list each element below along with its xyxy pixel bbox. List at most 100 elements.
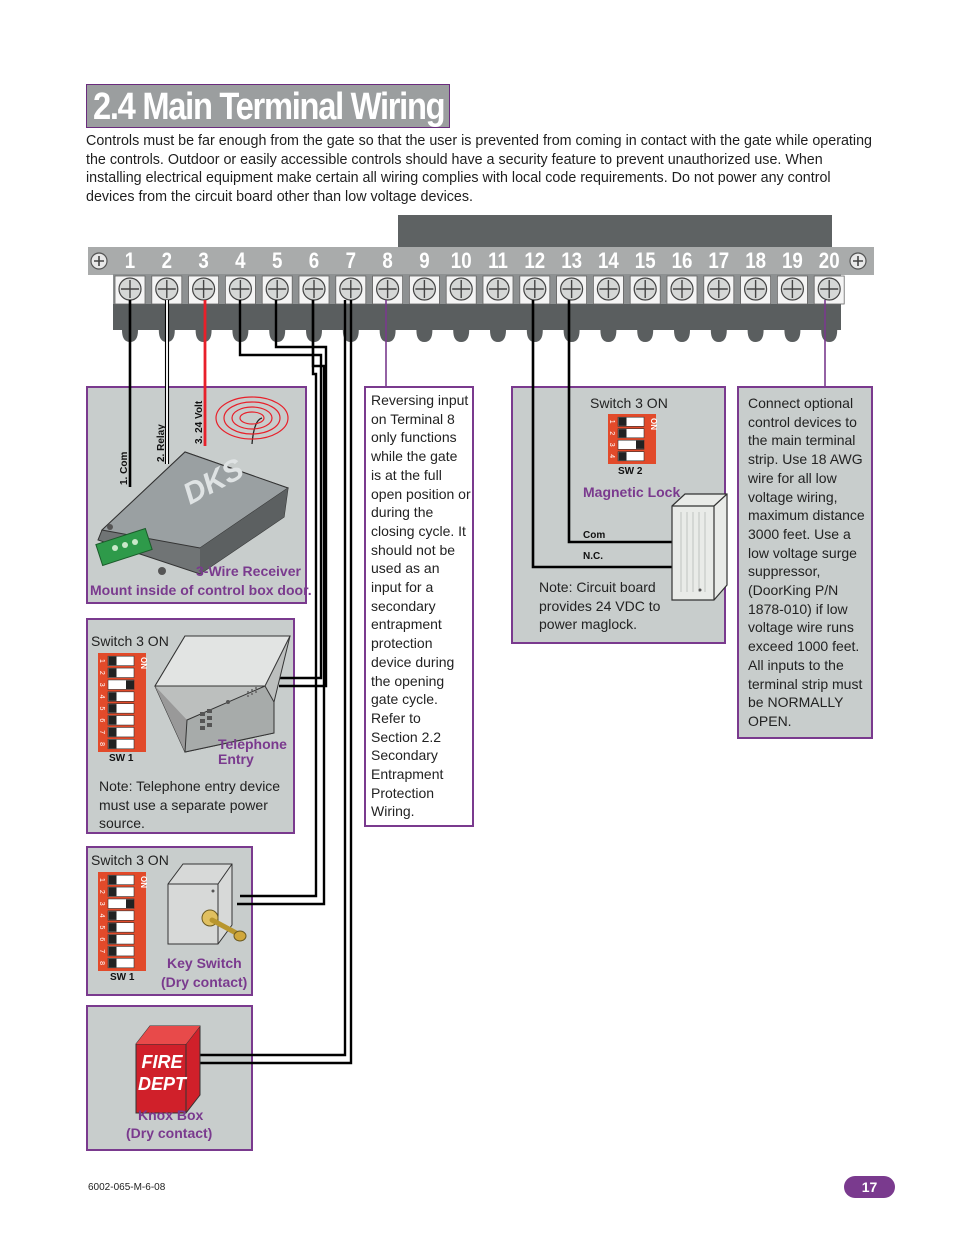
telephone-label-2: Entry (218, 751, 254, 767)
document-code: 6002-065-M-6-08 (88, 1182, 166, 1193)
dip-toggle-8[interactable] (107, 958, 135, 969)
keyswitch-sw-label: SW 1 (110, 972, 135, 983)
terminal-number-6: 6 (309, 250, 319, 274)
terminal-screw-15[interactable] (629, 275, 661, 305)
dip-number-6: 6 (98, 937, 105, 941)
dip-number-8: 8 (98, 742, 105, 746)
wire-terminal-12 (531, 300, 675, 569)
keyswitch-label-2: (Dry contact) (161, 974, 248, 990)
terminal-screw-13[interactable] (556, 275, 587, 305)
terminal-screw-1[interactable] (114, 275, 146, 305)
telephone-label-1: Telephone (218, 736, 287, 752)
dip-number-5: 5 (98, 706, 105, 710)
optional-devices-note: Connect optional control devices to the … (748, 395, 865, 729)
optional-note-panel (737, 386, 873, 739)
dip-toggle-7[interactable] (107, 727, 135, 738)
maglock-nc-label: N.C. (583, 551, 603, 562)
dip-toggle-2[interactable] (107, 667, 135, 678)
dip-toggle-4[interactable] (107, 691, 135, 702)
dip-number-8: 8 (98, 961, 105, 965)
dip-toggle-6[interactable] (107, 934, 135, 945)
terminal-screw-11[interactable] (482, 275, 514, 305)
knoxbox-label-2: (Dry contact) (126, 1125, 213, 1141)
dip-toggle-4[interactable] (617, 451, 645, 462)
terminal-screw-6[interactable] (298, 275, 330, 305)
terminal-number-16: 16 (672, 250, 693, 274)
page-number-badge: 17 (844, 1176, 895, 1198)
dip-toggle-2[interactable] (107, 886, 135, 897)
terminal-screw-16[interactable] (666, 275, 698, 305)
terminal-number-13: 13 (561, 250, 582, 274)
receiver-device: DKS (95, 396, 290, 575)
section-title-box: 2.4 Main Terminal Wiring (86, 84, 450, 128)
maglock-sw-label: SW 2 (618, 466, 643, 477)
dip-toggle-7[interactable] (107, 946, 135, 957)
wire-terminal-4 (238, 300, 323, 680)
dip-number-1: 1 (98, 878, 105, 882)
reversing-input-note: Reversing input on Terminal 8 only funct… (371, 392, 471, 820)
dip-number-2: 2 (98, 671, 105, 675)
dip-number-3: 3 (98, 902, 105, 906)
terminal-number-2: 2 (162, 250, 172, 274)
dip-toggle-1[interactable] (617, 416, 645, 427)
dip-number-2: 2 (98, 890, 105, 894)
keyswitch-label-1: Key Switch (167, 955, 242, 971)
terminal-number-11: 11 (488, 250, 508, 274)
dip-toggle-5[interactable] (107, 922, 135, 933)
terminal-screw-7[interactable] (335, 275, 367, 305)
dip-toggle-6[interactable] (107, 715, 135, 726)
terminal-screw-3[interactable] (188, 275, 220, 305)
terminal-screw-2[interactable] (151, 275, 183, 305)
dip-toggle-4[interactable] (107, 910, 135, 921)
telephone-switch-text: Switch 3 ON (91, 633, 169, 649)
key-switch-device (167, 863, 247, 945)
dip-number-7: 7 (98, 949, 105, 953)
terminal-screw-14[interactable] (593, 275, 624, 305)
fire-label: FIRE (141, 1052, 183, 1072)
dip-toggle-1[interactable] (107, 655, 135, 666)
dip-number-6: 6 (98, 718, 105, 722)
page-title: 2.4 Main Terminal Wiring (93, 86, 446, 128)
terminal-screw-5[interactable] (261, 275, 293, 305)
dip-number-3: 3 (98, 683, 105, 687)
maglock-label: Magnetic Lock (583, 484, 681, 500)
terminal-number-4: 4 (235, 250, 246, 274)
terminal-screw-10[interactable] (445, 275, 477, 305)
dip-number-4: 4 (98, 914, 105, 918)
wire-label-24v: 3. 24 Volt (194, 400, 205, 444)
dip-toggle-5[interactable] (107, 703, 135, 714)
terminal-screw-18[interactable] (740, 275, 771, 305)
wire-label-relay: 2. Relay (156, 424, 167, 462)
signal-waves-icon (239, 411, 265, 425)
terminal-number-8: 8 (382, 250, 392, 274)
dip-toggle-1[interactable] (107, 874, 135, 885)
wire-terminal-7a (196, 300, 347, 1057)
terminal-screw-9[interactable] (408, 275, 440, 305)
maglock-switch-text: Switch 3 ON (590, 395, 668, 411)
terminal-screw-20[interactable] (813, 275, 845, 305)
reversing-note-panel (364, 386, 474, 827)
terminal-number-10: 10 (451, 250, 472, 274)
terminal-screw-17[interactable] (703, 275, 735, 305)
dept-label: DEPT (138, 1074, 188, 1094)
dip-toggle-2[interactable] (617, 428, 645, 439)
wire-terminal-2 (164, 300, 170, 464)
telephone-entry-device (154, 635, 291, 753)
maglock-com-label: Com (583, 530, 606, 541)
dip-toggle-8[interactable] (107, 739, 135, 750)
terminal-number-14: 14 (598, 250, 619, 274)
wire-terminal-6b (237, 300, 326, 906)
keyswitch-switch-text: Switch 3 ON (91, 852, 169, 868)
receiver-mount-note: Mount inside of control box door. (90, 582, 312, 598)
terminal-screw-8[interactable] (372, 275, 404, 305)
wire-terminal-7b (196, 300, 353, 1065)
key-icon (209, 917, 241, 937)
terminal-number-3: 3 (198, 250, 208, 274)
terminal-screw-4[interactable] (224, 275, 256, 305)
terminal-screw-12[interactable] (519, 275, 551, 305)
dip-number-2: 2 (608, 431, 615, 435)
terminal-screw-19[interactable] (777, 275, 808, 305)
